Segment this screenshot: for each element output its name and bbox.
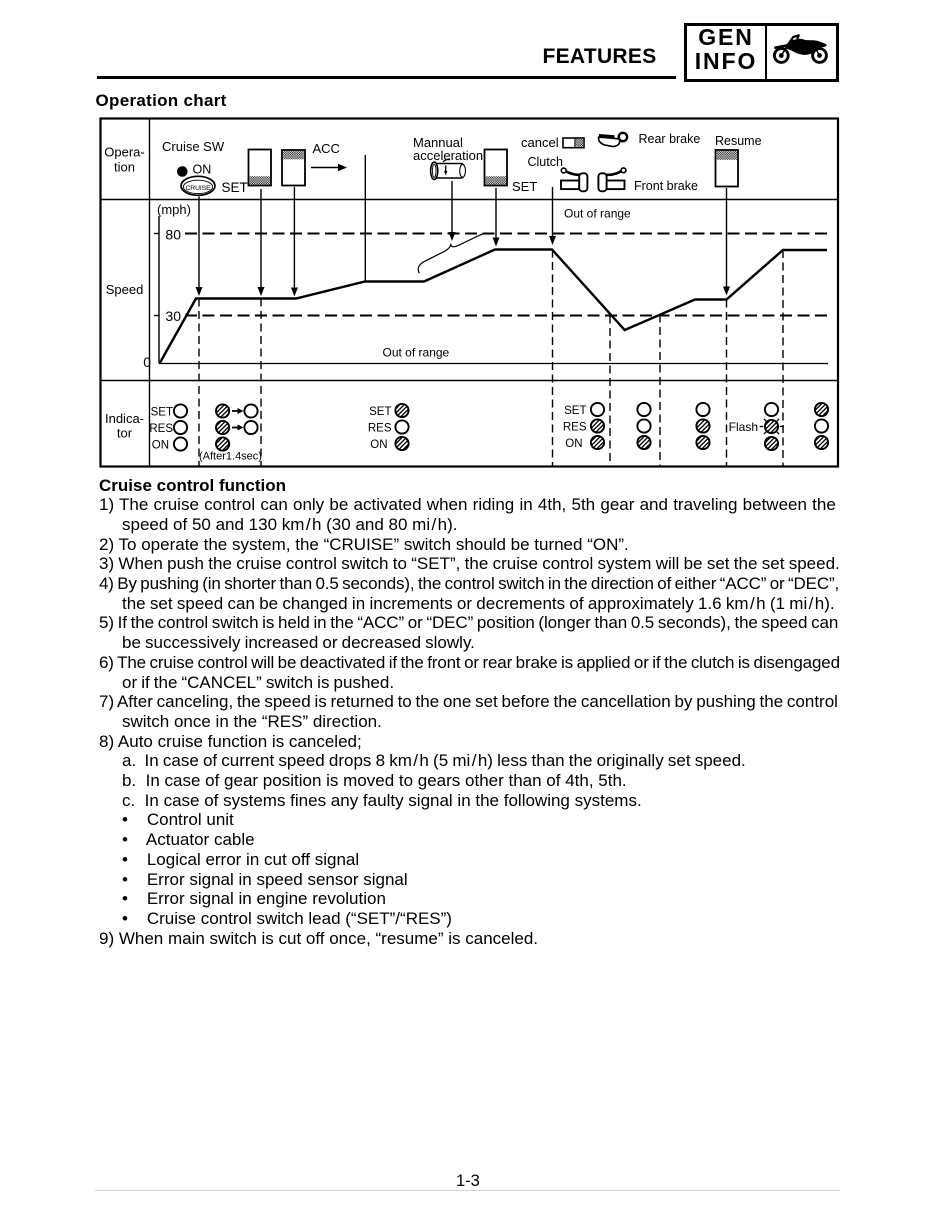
svg-text:RES: RES (149, 423, 173, 435)
svg-text:Cruise SW: Cruise SW (162, 139, 225, 154)
svg-text:Indica-: Indica- (105, 411, 144, 426)
svg-text:RES: RES (563, 421, 587, 433)
svg-text:RES: RES (368, 422, 392, 434)
svg-text:Clutch: Clutch (528, 155, 563, 169)
svg-text:(mph): (mph) (157, 202, 191, 217)
svg-text:ON: ON (152, 439, 169, 451)
svg-text:Out of range: Out of range (383, 346, 450, 360)
svg-text:Opera-: Opera- (104, 145, 144, 160)
svg-text:cancel: cancel (521, 135, 559, 150)
svg-text:acceleration: acceleration (413, 148, 483, 163)
svg-text:ON: ON (565, 438, 582, 450)
svg-text:Resume: Resume (715, 134, 762, 148)
svg-text:0: 0 (143, 354, 151, 370)
svg-text:Mannual: Mannual (413, 135, 463, 150)
svg-text:SET: SET (369, 406, 391, 418)
svg-text:Rear brake: Rear brake (639, 132, 701, 146)
svg-text:SET: SET (222, 180, 248, 195)
svg-text:Speed: Speed (106, 282, 144, 297)
svg-text:Out of range: Out of range (564, 207, 631, 221)
svg-text:SET: SET (151, 406, 173, 418)
svg-text:ACC: ACC (313, 141, 340, 156)
svg-text:ON: ON (193, 163, 212, 177)
svg-text:SET: SET (564, 405, 586, 417)
svg-text:(After1.4sec): (After1.4sec) (199, 451, 262, 463)
svg-text:ON: ON (370, 439, 387, 451)
svg-text:SET: SET (512, 179, 537, 194)
svg-text:Front brake: Front brake (634, 179, 698, 193)
svg-text:Flash: Flash (729, 420, 758, 434)
svg-text:30: 30 (165, 308, 181, 324)
svg-text:CRUISE: CRUISE (185, 185, 211, 192)
svg-text:80: 80 (165, 227, 181, 243)
svg-text:tion: tion (114, 160, 135, 175)
svg-text:tor: tor (117, 426, 133, 441)
